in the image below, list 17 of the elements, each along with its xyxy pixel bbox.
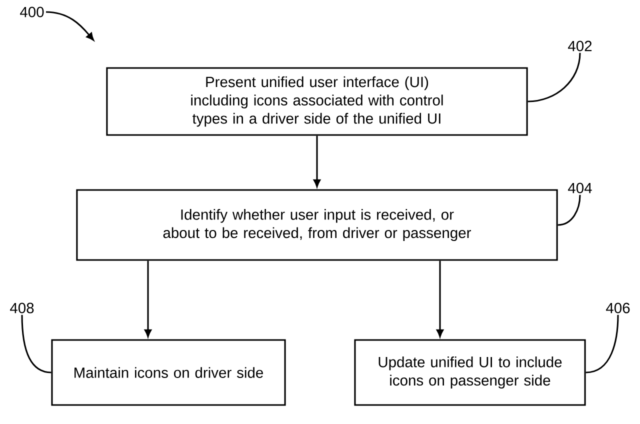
reference-number: 402 bbox=[568, 40, 592, 52]
leader-line bbox=[528, 52, 581, 102]
reference-number: 400 bbox=[20, 6, 44, 18]
leader-line bbox=[586, 314, 619, 374]
leader-line bbox=[21, 314, 52, 374]
process-box: Update unified UI to include icons on passenger side bbox=[354, 339, 586, 406]
reference-number: 408 bbox=[10, 302, 34, 314]
arrow bbox=[436, 260, 444, 338]
arrow bbox=[144, 260, 152, 338]
process-box: Maintain icons on driver side bbox=[51, 339, 286, 406]
process-box: Present unified user interface (UI) including icons associated with control types in a driver side of the unified UI bbox=[106, 67, 528, 136]
arrow bbox=[46, 11, 94, 41]
reference-number: 404 bbox=[568, 182, 592, 194]
leader-line bbox=[558, 194, 581, 226]
process-box: Identify whether user input is received, or about to be received, from driver or passenger bbox=[76, 189, 558, 261]
arrow bbox=[313, 136, 321, 188]
reference-number: 406 bbox=[606, 302, 630, 314]
